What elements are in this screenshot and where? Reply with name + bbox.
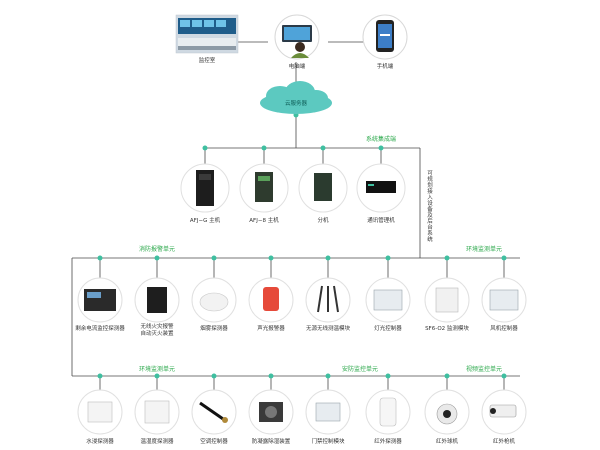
afj-g-host-icon bbox=[180, 163, 230, 213]
temp-humidity-detector-label: 温湿度探测器 bbox=[140, 439, 174, 445]
infrared-detector-icon bbox=[365, 389, 411, 435]
sound-light-alarm-label: 声光报警器 bbox=[257, 326, 285, 332]
infrared-dome-camera-label: 红外球机 bbox=[435, 439, 459, 445]
security-monitor-unit-title: 安防监控单元 bbox=[341, 366, 379, 373]
water-leak-detector-label: 水浸探测器 bbox=[86, 439, 114, 445]
connection-lines bbox=[71, 41, 520, 392]
temp-humidity-detector-icon bbox=[134, 389, 180, 435]
infrared-bullet-camera-icon bbox=[481, 389, 527, 435]
residual-current-detector-icon bbox=[77, 277, 123, 323]
communication-manager-label: 通讯管理机 bbox=[367, 218, 395, 224]
wireless-temp-module-icon bbox=[305, 277, 351, 323]
communication-manager-icon bbox=[356, 163, 406, 213]
lighting-controller-label: 灯光控制器 bbox=[374, 326, 402, 332]
infrared-detector-label: 红外探测器 bbox=[374, 439, 402, 445]
sound-light-alarm-icon bbox=[248, 277, 294, 323]
afj-8-host-label: AFJ−8 主机 bbox=[249, 218, 279, 224]
monitor-room-image bbox=[175, 14, 239, 54]
smoke-detector-icon bbox=[191, 277, 237, 323]
monitor-room-label: 监控室 bbox=[198, 58, 216, 64]
ac-controller-icon bbox=[191, 389, 237, 435]
fire-alarm-unit-title: 消防报警单元 bbox=[138, 246, 176, 253]
access-control-module-icon bbox=[305, 389, 351, 435]
sf6-o2-module-label: SF6-O2 监测模块 bbox=[425, 326, 469, 332]
wireless-temp-module-label: 无源无线测温模块 bbox=[305, 326, 351, 332]
phone-client-icon bbox=[362, 14, 408, 60]
afj-8-host-icon bbox=[239, 163, 289, 213]
infrared-bullet-camera-label: 红外枪机 bbox=[492, 439, 516, 445]
wireless-fire-alarm-label: 无线火灾报警 自动灭火装置 bbox=[140, 324, 174, 337]
cloud-server-label: 云服务器 bbox=[284, 101, 308, 107]
pc-client-label: 电脑端 bbox=[288, 64, 306, 70]
lighting-controller-icon bbox=[365, 277, 411, 323]
wireless-fire-alarm-icon bbox=[134, 277, 180, 323]
system-integration-title: 系统集成端 bbox=[365, 136, 397, 143]
pc-client-icon bbox=[274, 14, 320, 60]
extension-unit-icon bbox=[298, 163, 348, 213]
video-monitor-unit-title: 视频监控单元 bbox=[465, 366, 503, 373]
phone-client-label: 手机端 bbox=[376, 64, 394, 70]
residual-current-detector-label: 剩余电流监控探测器 bbox=[75, 326, 125, 332]
env-monitor-unit-title-2: 环境监测单元 bbox=[138, 366, 176, 373]
env-monitor-unit-title-1: 环境监测单元 bbox=[465, 246, 503, 253]
extension-unit-label: 分机 bbox=[317, 218, 329, 224]
smoke-detector-label: 烟雾探测器 bbox=[200, 326, 228, 332]
cloud-server-icon bbox=[260, 81, 332, 114]
dehumidifier-label: 防凝露除湿装置 bbox=[251, 439, 291, 445]
afj-g-host-label: AFJ−G 主机 bbox=[189, 218, 221, 224]
ac-controller-label: 空调控制器 bbox=[200, 439, 228, 445]
system-vertical-note: 可规划接入设备及后台系统 bbox=[426, 170, 432, 242]
sf6-o2-module-icon bbox=[424, 277, 470, 323]
dehumidifier-icon bbox=[248, 389, 294, 435]
infrared-dome-camera-icon bbox=[424, 389, 470, 435]
water-leak-detector-icon bbox=[77, 389, 123, 435]
fan-controller-label: 风机控制器 bbox=[490, 326, 518, 332]
fan-controller-icon bbox=[481, 277, 527, 323]
access-control-module-label: 门禁控制模块 bbox=[311, 439, 345, 445]
